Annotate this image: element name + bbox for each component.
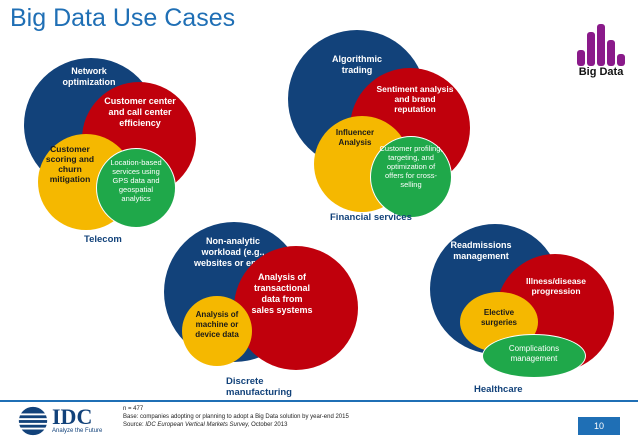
idc-brand: IDC [52, 404, 93, 429]
source-label: Source: [123, 422, 146, 428]
page-title: Big Data Use Cases [10, 4, 236, 32]
footer-rule [0, 400, 638, 402]
footnotes: n = 477 Base: companies adopting or plan… [123, 405, 349, 429]
healthcare-blue-label: Readmissions management [450, 240, 512, 261]
manufacturing-blue-label: Non-analytic workload (e.g., websites or… [193, 236, 273, 268]
page-number: 10 [578, 417, 620, 435]
sample-size: n = 477 [123, 406, 144, 412]
financial-yellow-label: Influencer Analysis [335, 128, 375, 147]
healthcare-green-label: Complications management [508, 344, 560, 363]
bar-chart-icon [577, 24, 625, 66]
telecom-yellow-label: Customer scoring and churn mitigation [45, 144, 95, 184]
healthcare-caption: Healthcare [474, 384, 523, 395]
manufacturing-red-circle [234, 246, 358, 370]
idc-tagline: Analyze the Future [52, 428, 103, 434]
source-date: October 2013 [249, 422, 288, 428]
source-note: Source: IDC European Vertical Markets Su… [123, 421, 349, 429]
idc-globe-icon [18, 406, 48, 436]
telecom-green-label: Location-based services using GPS data a… [110, 158, 162, 203]
healthcare-green-circle [482, 334, 586, 378]
financial-red-label: Sentiment analysis and brand reputation [376, 84, 454, 114]
manufacturing-yellow-circle [182, 296, 252, 366]
telecom-caption: Telecom [84, 234, 122, 245]
financial-green-label: Customer profiling, targeting, and optim… [379, 144, 443, 189]
manufacturing-caption: Discrete manufacturing [226, 376, 292, 398]
telecom-green-circle [96, 148, 176, 228]
telecom-red-label: Customer center and call center efficien… [104, 96, 176, 128]
source-title: IDC European Vertical Markets Survey, [145, 422, 250, 428]
healthcare-yellow-label: Elective surgeries [480, 308, 518, 327]
financial-caption: Financial services [330, 212, 412, 223]
financial-blue-label: Algorithmic trading [331, 54, 382, 75]
healthcare-red-label: Illness/disease progression [525, 276, 586, 296]
financial-green-circle [370, 136, 452, 218]
base-note: Base: companies adopting or planning to … [123, 414, 349, 420]
manufacturing-red-label: Analysis of transactional data from sale… [251, 272, 313, 315]
manufacturing-yellow-label: Analysis of machine or device data [195, 310, 239, 339]
telecom-blue-label: Network optimization [62, 66, 116, 87]
logo-label: Big Data [578, 66, 624, 78]
